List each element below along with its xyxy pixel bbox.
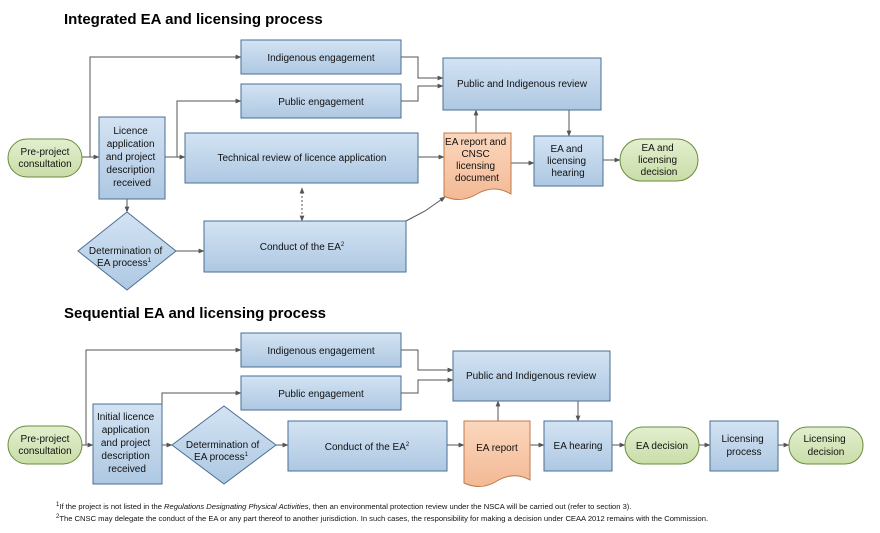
node-line: and project [101,438,151,449]
node-line: application [107,139,155,150]
sequential-ea-hearing-box: EA hearing [543,420,613,472]
sequential-licence-application-box: Initial licence application and project … [92,403,163,485]
footnote-1-mark: 1 [56,502,60,508]
integrated-public-engagement-box: Public engagement [240,83,402,119]
sequential-determination-diamond: Determination of EA process1 [171,405,277,485]
node-line: licensing [547,156,586,167]
node-line: and project [106,152,156,163]
node-line: decision [808,447,845,458]
node-line: received [113,178,151,189]
footnote-marker: 2 [406,442,410,448]
integrated-technical-review-box: Technical review of licence application [184,132,419,184]
node-line: EA report and [445,137,506,148]
section-title-sequential: Sequential EA and licensing process [64,305,326,322]
node-line: Licensing [803,434,845,445]
node-line: EA process [97,258,148,269]
footnote-marker: 1 [245,452,249,458]
node-line: EA report [476,443,518,454]
node-line: CNSC [461,149,489,160]
node-line: Indigenous engagement [267,346,375,357]
svg-text:Licence application: Licence application and project descript… [106,126,158,189]
node-line: Conduct of the EA [325,442,406,453]
sequential-licensing-decision-terminal: Licensing decision [788,426,864,465]
footnote-2-mark: 2 [56,514,60,520]
integrated-indigenous-engagement-box: Indigenous engagement [240,39,402,75]
node-line: EA and [550,144,582,155]
node-line: description [101,451,149,462]
footnote-1-text-end: , then an environmental protection revie… [309,502,632,511]
node-line: Pre-project [21,147,70,158]
footnote-1: 1If the project is not listed in the Reg… [56,502,631,511]
node-line: licensing [456,161,495,172]
svg-text:Conduct of the EA2: Conduct of the EA2 [260,242,345,253]
connectors-integrated [82,54,621,254]
svg-text:Conduct of the EA2: Conduct of the EA2 [325,442,410,453]
sequential-ea-report-document: EA report [463,420,531,487]
node-line: consultation [18,446,71,457]
footnote-1-regulation: Regulations Designating Physical Activit… [164,502,309,511]
svg-text:EA and licensing d: EA and licensing decision [638,143,680,178]
node-line: Pre-project [21,434,70,445]
node-line: Initial licence [97,412,155,423]
node-line: Licence [113,126,148,137]
node-line: decision [641,167,678,178]
node-line: document [455,173,499,184]
node-line: Licensing [721,434,763,445]
svg-text:Licensing process: Licensing process [721,434,766,458]
node-line: Public and Indigenous review [457,79,588,90]
svg-text:Initial licence applicat: Initial licence application and project … [97,412,157,475]
svg-text:Licensing decision: Licensing decision [803,434,848,458]
node-line: Technical review of licence application [218,153,387,164]
integrated-ea-report-document: EA report and CNSC licensing document [443,132,512,200]
footnote-marker: 2 [341,242,345,248]
sequential-review-box: Public and Indigenous review [452,350,611,402]
footnote-2-text: The CNSC may delegate the conduct of the… [59,514,708,523]
node-line: application [102,425,150,436]
node-line: process [726,447,761,458]
svg-text:Determination of EA proc: Determination of EA process1 [186,440,262,463]
node-line: Public engagement [278,389,364,400]
node-line: Public engagement [278,97,364,108]
node-line: Conduct of the EA [260,242,341,253]
footnote-2: 2The CNSC may delegate the conduct of th… [56,514,708,523]
node-line: consultation [18,159,71,170]
integrated-review-box: Public and Indigenous review [442,57,602,111]
node-line: received [108,464,146,475]
svg-text:Determination of EA proc: Determination of EA process1 [89,246,165,269]
sequential-conduct-ea-box: Conduct of the EA2 [287,420,448,472]
node-line: Indigenous engagement [267,53,375,64]
node-line: Determination of [89,246,163,257]
svg-text:EA report and CNSC: EA report and CNSC licensing document [445,137,509,184]
node-line: EA decision [636,441,688,452]
section-title-integrated: Integrated EA and licensing process [64,11,323,28]
node-line: EA and [641,143,673,154]
node-line: EA hearing [554,441,603,452]
node-line: EA process [194,452,245,463]
sequential-licensing-process-box: Licensing process [709,420,779,472]
footnote-1-text: If the project is not listed in the [59,502,164,511]
node-line: description [106,165,154,176]
integrated-determination-diamond: Determination of EA process1 [77,211,177,291]
node-line: Determination of [186,440,260,451]
integrated-hearing-box: EA and licensing hearing [533,135,604,187]
node-line: Public and Indigenous review [466,371,597,382]
sequential-public-engagement-box: Public engagement [240,375,402,411]
sequential-indigenous-engagement-box: Indigenous engagement [240,332,402,368]
footnote-marker: 1 [148,258,152,264]
integrated-decision-terminal: EA and licensing decision [619,138,699,182]
integrated-licence-application-box: Licence application and project descript… [98,116,166,200]
node-line: licensing [638,155,677,166]
integrated-conduct-ea-box: Conduct of the EA2 [203,220,407,273]
node-line: hearing [551,168,584,179]
svg-text:EA and licensing h: EA and licensing hearing [547,144,589,179]
sequential-ea-decision-terminal: EA decision [624,426,700,465]
